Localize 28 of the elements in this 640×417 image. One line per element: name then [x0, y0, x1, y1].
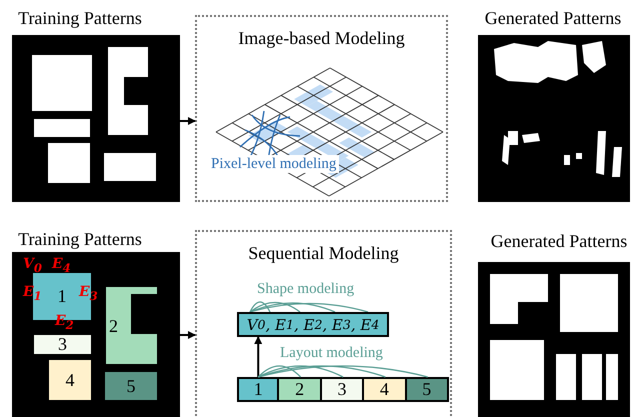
sequence-cell: 2 — [279, 377, 322, 402]
pixel-level-caption: Pixel-level modeling — [208, 155, 340, 173]
panel-heading: Generated Patterns — [484, 7, 622, 29]
panel-title: Image-based Modeling — [237, 27, 406, 49]
pattern-shape: 3 — [34, 335, 91, 354]
arrow — [254, 336, 262, 377]
panel-heading: Training Patterns — [17, 7, 143, 29]
vertex-name: V$_{0}$ — [23, 256, 42, 276]
sequence-cell: 5 — [406, 377, 449, 402]
sequence-cell: 3 — [322, 377, 364, 402]
sequence-cell: 1 — [237, 377, 280, 402]
dependency-arc — [258, 365, 302, 378]
side-name: E$_{4}$ — [52, 256, 71, 276]
modeling-panel — [195, 230, 452, 417]
layout-modeling-caption: Layout modeling — [280, 345, 383, 361]
sequence-cell: 4 — [364, 377, 407, 402]
arrow — [180, 117, 196, 125]
pattern-shape: 5 — [105, 372, 157, 400]
arrow — [180, 331, 196, 339]
dependency-arc — [258, 365, 386, 378]
pattern-shape: 4 — [49, 360, 91, 400]
panel-heading: Generated Patterns — [490, 230, 628, 252]
panel-title: Sequential Modeling — [247, 242, 400, 264]
panel-heading: Training Patterns — [17, 228, 143, 250]
dependency-arc — [258, 365, 428, 378]
shape-modeling-caption: Shape modeling — [257, 281, 354, 297]
dependency-arc — [258, 365, 344, 378]
shape-number: 2 — [109, 316, 118, 336]
